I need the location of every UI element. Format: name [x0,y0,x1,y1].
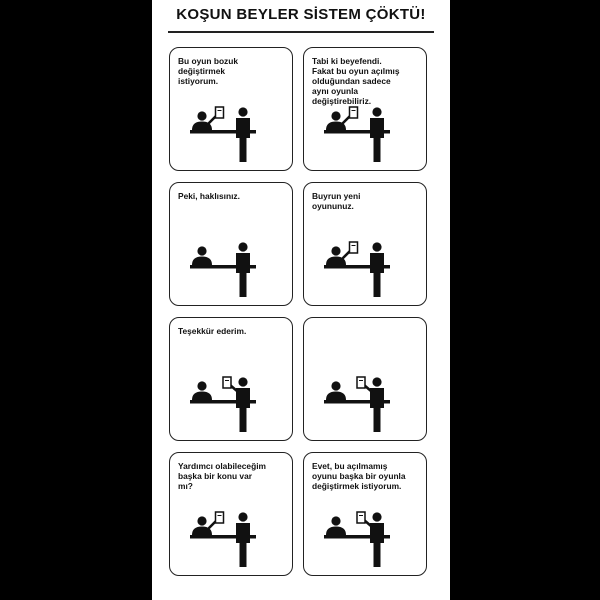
counter [324,130,390,134]
panel-7-scene [188,509,278,569]
panel-5: Teşekkür ederim. [169,317,293,441]
panel-3: Peki, haklısınız. [169,182,293,306]
panel-2-caption: Tabi ki beyefendi. Fakat bu oyun açılmış… [312,56,400,106]
panel-1-scene [188,104,278,164]
panel-3-scene [188,239,278,299]
panel-8: Evet, bu açılmamış oyunu başka bir oyunl… [303,452,427,576]
clerk-figure [236,242,250,297]
comic-sheet: KOŞUN BEYLER SİSTEM ÇÖKTÜ! Bu oyun bozuk… [152,0,450,600]
comic-title: KOŞUN BEYLER SİSTEM ÇÖKTÜ! [176,6,426,23]
panel-7: Yardımcı olabileceğim başka bir konu var… [169,452,293,576]
counter [324,400,390,404]
customer-figure [326,111,346,130]
customer-figure [192,516,212,535]
game-box-icon [348,106,359,119]
panel-2-scene [322,104,412,164]
clerk-figure [370,377,384,432]
game-box-icon [356,511,366,524]
title-divider [168,31,434,33]
customer-figure [326,516,346,535]
clerk-figure [236,107,250,162]
counter [190,400,256,404]
panel-4: Buyrun yeni oyununuz. [303,182,427,306]
counter [190,265,256,269]
counter [324,535,390,539]
panel-6-scene [322,374,412,434]
clerk-figure [370,512,384,567]
panel-8-caption: Evet, bu açılmamış oyunu başka bir oyunl… [312,461,406,491]
clerk-figure [236,512,250,567]
panel-2: Tabi ki beyefendi. Fakat bu oyun açılmış… [303,47,427,171]
counter [190,535,256,539]
customer-figure [192,381,212,400]
panel-1: Bu oyun bozuk değiştirmek istiyorum. [169,47,293,171]
game-box-icon [348,241,359,254]
game-box-icon [222,376,232,389]
panel-3-caption: Peki, haklısınız. [178,191,240,201]
panel-5-scene [188,374,278,434]
panel-5-caption: Teşekkür ederim. [178,326,247,336]
customer-figure [192,111,212,130]
customer-figure [192,246,212,265]
panel-7-caption: Yardımcı olabileceğim başka bir konu var… [178,461,266,491]
game-box-icon [214,106,225,119]
clerk-figure [370,242,384,297]
customer-figure [326,246,346,265]
counter [324,265,390,269]
panel-4-caption: Buyrun yeni oyununuz. [312,191,361,211]
counter [190,130,256,134]
clerk-figure [370,107,384,162]
panel-1-caption: Bu oyun bozuk değiştirmek istiyorum. [178,56,239,86]
game-box-icon [356,376,366,389]
panel-8-scene [322,509,412,569]
panel-4-scene [322,239,412,299]
clerk-figure [236,377,250,432]
customer-figure [326,381,346,400]
panel-6 [303,317,427,441]
game-box-icon [214,511,225,524]
